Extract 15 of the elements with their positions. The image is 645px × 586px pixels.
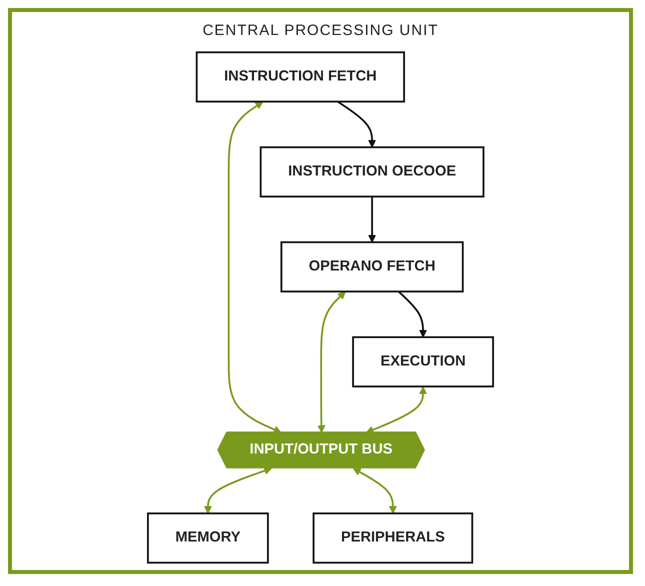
arrow bbox=[368, 196, 376, 243]
arrow bbox=[366, 386, 428, 434]
arrow bbox=[398, 290, 428, 338]
arrow bbox=[228, 101, 282, 434]
node-box: MEMORY bbox=[147, 512, 269, 564]
arrow bbox=[204, 466, 272, 514]
arrow bbox=[352, 468, 397, 514]
node-box: PERIPHERALS bbox=[312, 512, 474, 564]
node-box: INSTRUCTION OECOOE bbox=[260, 146, 484, 198]
node-box: OPERANO FETCH bbox=[280, 241, 464, 292]
arrow bbox=[337, 100, 376, 148]
node-box: EXECUTION bbox=[352, 336, 494, 388]
diagram-title: CENTRAL PROCESSING UNIT bbox=[202, 22, 438, 39]
node-box: INSTRUCTION FETCH bbox=[196, 51, 405, 103]
arrow bbox=[317, 291, 346, 433]
